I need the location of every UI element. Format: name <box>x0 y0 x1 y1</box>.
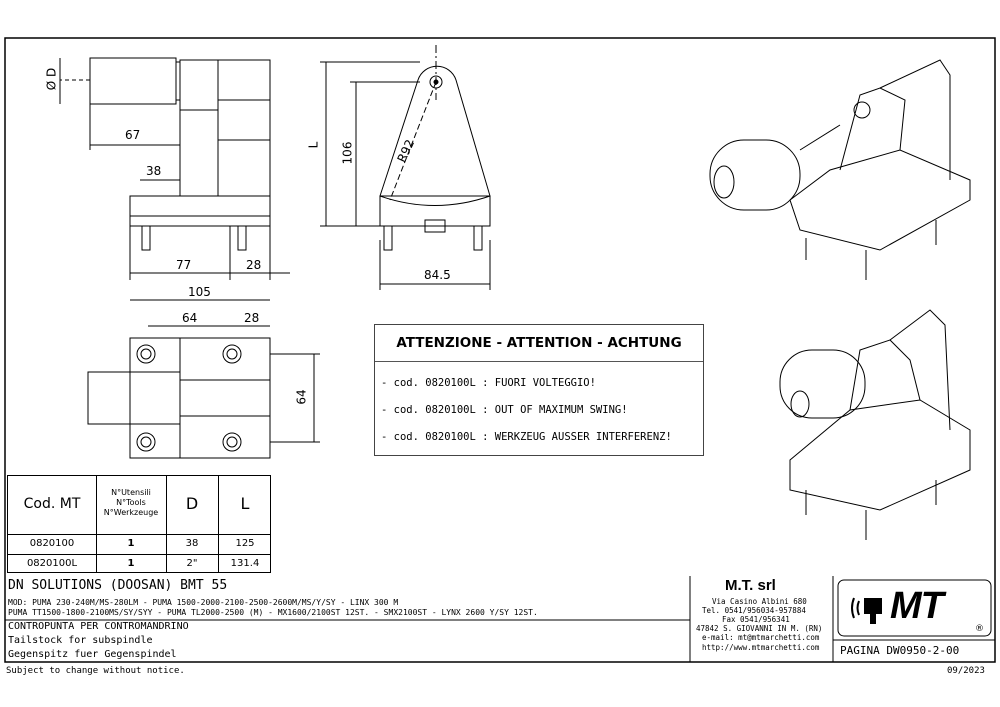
header-tools-1: N°Utensili <box>111 488 151 497</box>
row-2-tools: 1 <box>127 558 135 569</box>
dim-38: 38 <box>146 164 162 178</box>
desc-italian: CONTROPUNTA PER CONTROMANDRINO <box>8 621 189 632</box>
footer-notice: Subject to change without notice. <box>6 666 185 676</box>
warning-box: ATTENZIONE - ATTENTION - ACHTUNG - cod. … <box>374 324 704 456</box>
desc-english: Tailstock for subspindle <box>8 635 153 646</box>
warning-line-1: - cod. 0820100L : FUORI VOLTEGGIO! <box>381 377 596 389</box>
header-tools-2: N°Tools <box>116 498 146 507</box>
code-table: Cod. MT N°Utensili N°Tools N°Werkzeuge D… <box>7 475 271 573</box>
row-2-d: 2" <box>186 558 198 569</box>
logo-text: MT <box>890 585 944 627</box>
row-1-tools: 1 <box>127 538 135 549</box>
models-line-2: PUMA TT1500-1800-2100MS/SY/SYY - PUMA TL… <box>8 608 538 617</box>
row-2-code: 0820100L <box>26 558 78 569</box>
desc-german: Gegenspitz fuer Gegenspindel <box>8 649 177 660</box>
dim-105: 105 <box>188 285 211 299</box>
header-tools-3: N°Werkzeuge <box>103 508 159 517</box>
registered-mark: ® <box>975 624 984 634</box>
address-3: Fax 0541/956341 <box>722 615 790 624</box>
dim-28a: 28 <box>246 258 262 272</box>
warning-line-2: - cod. 0820100L : OUT OF MAXIMUM SWING! <box>381 404 628 416</box>
page-code: PAGINA DW0950-2-00 <box>840 644 960 657</box>
dim-84-5: 84.5 <box>424 268 451 282</box>
dim-67: 67 <box>125 128 141 142</box>
address-5: e-mail: mt@mtmarchetti.com <box>702 633 820 642</box>
header-d: D <box>185 494 199 513</box>
address-1: Via Casino Albini 680 <box>712 597 807 606</box>
iso-view-1 <box>709 59 971 280</box>
dim-77: 77 <box>176 258 192 272</box>
models-line-1: MOD: PUMA 230-240M/MS-280LM - PUMA 1500-… <box>8 598 399 607</box>
side-view <box>59 57 290 280</box>
warning-title: ATTENZIONE - ATTENTION - ACHTUNG <box>396 335 682 351</box>
iso-view-2 <box>779 309 971 540</box>
machine-title: DN SOLUTIONS (DOOSAN) BMT 55 <box>8 578 228 593</box>
address-2: Tel. 0541/956034-957884 <box>702 606 806 615</box>
footer-date: 09/2023 <box>947 666 985 676</box>
row-1-d: 38 <box>185 538 199 549</box>
front-view <box>320 45 491 290</box>
row-1-code: 0820100 <box>29 538 75 549</box>
row-1-l: 125 <box>235 538 255 549</box>
address-4: 47842 S. GIOVANNI IN M. (RN) <box>696 624 823 633</box>
header-l: L <box>240 494 250 513</box>
header-code: Cod. MT <box>23 496 81 512</box>
dim-28b: 28 <box>244 311 260 325</box>
address-6: http://www.mtmarchetti.com <box>702 643 820 652</box>
company-name: M.T. srl <box>725 577 776 594</box>
row-2-l: 131.4 <box>230 558 260 569</box>
logo-icon <box>851 597 882 624</box>
dim-64a: 64 <box>182 311 198 325</box>
warning-line-3: - cod. 0820100L : WERKZEUG AUSSER INTERF… <box>381 431 672 443</box>
top-view <box>87 299 320 459</box>
